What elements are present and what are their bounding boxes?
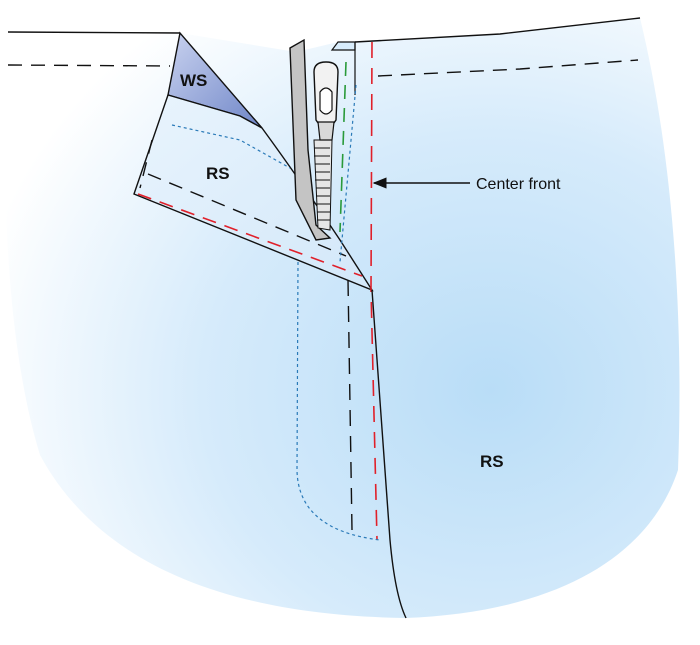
rs-facing-label: RS [206,164,230,183]
facing-stitch-black [139,139,347,257]
ws-label: WS [180,71,207,90]
waistband-stitch-right [377,59,639,77]
zipper-stitch-green [339,61,347,233]
zipper-slider [317,121,335,141]
waistband-stitch-left [7,64,171,67]
zipper-pull-slot [319,87,333,115]
waistband-edge-right [354,17,641,43]
zipper-teeth-detail [314,147,330,221]
center-front-line [370,41,378,541]
center-front-label: Center front [476,176,561,193]
rs-garment-label: RS [480,452,504,471]
waistband-edge-left [7,31,181,34]
garment-body [5,18,680,618]
zipper-tape [289,38,332,241]
facing-stitch-red [137,193,363,277]
fly-topstitch [347,279,353,531]
fly-shield-outline [296,261,381,541]
front-opening-edge [371,289,407,619]
